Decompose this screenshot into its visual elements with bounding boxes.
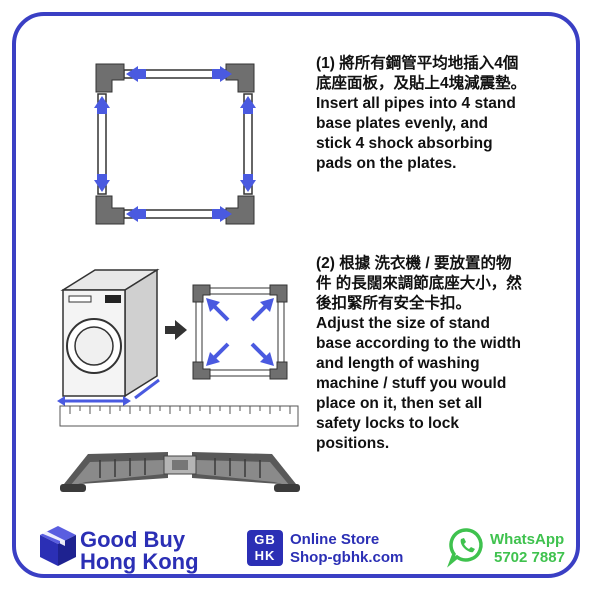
step1-line: pads on the plates. <box>316 155 457 172</box>
gbhk-badge-icon: GB HK <box>247 530 283 566</box>
whatsapp-icon <box>447 528 483 568</box>
step2-line: (2) 根據 洗衣機 / 要放置的物 <box>316 255 512 272</box>
whatsapp-number[interactable]: 5702 7887 <box>494 549 565 566</box>
arrow-right-icon <box>165 320 187 340</box>
step1-instructions: (1) 將所有鋼管平均地插入4個 底座面板，及貼上4塊減震墊。 Insert a… <box>316 54 526 174</box>
step2-line: positions. <box>316 435 390 452</box>
online-store-label: Online Store <box>290 531 380 548</box>
step1-diagram <box>94 63 256 225</box>
step1-line: 底座面板，及貼上4塊減震墊。 <box>316 75 527 92</box>
step2-line: 件 的長闊來調節底座大小，然 <box>316 275 522 292</box>
corner-plate-tl <box>95 63 125 93</box>
step2-diagram <box>192 284 288 380</box>
step1-line: stick 4 shock absorbing <box>316 135 493 152</box>
step2-line: and length of washing <box>316 355 480 372</box>
step2-line: machine / stuff you would <box>316 375 507 392</box>
brand-name-line2: Hong Kong <box>80 549 199 574</box>
step2-line: 後扣緊所有安全卡扣。 <box>316 295 472 312</box>
pipe-right <box>243 93 253 195</box>
whatsapp-label: WhatsApp <box>490 531 565 548</box>
step2-instructions: (2) 根據 洗衣機 / 要放置的物 件 的長闊來調節底座大小，然 後扣緊所有安… <box>316 254 522 454</box>
step2-line: place on it, then set all <box>316 395 483 412</box>
corner-plate-bl <box>95 195 125 225</box>
step2-line: safety locks to lock <box>316 415 460 432</box>
pipe-left <box>97 93 107 195</box>
store-url-link[interactable]: Shop-gbhk.com <box>290 549 404 566</box>
badge-top-text: GB <box>254 532 276 547</box>
badge-bottom-text: HK <box>254 548 276 563</box>
step1-line: (1) 將所有鋼管平均地插入4個 <box>316 55 519 72</box>
corner-plate-tr <box>225 63 255 93</box>
step1-line: base plates evenly, and <box>316 115 489 132</box>
stand-base-photo <box>60 452 300 492</box>
corner-plate-br <box>225 195 255 225</box>
step1-line: Insert all pipes into 4 stand <box>316 95 516 112</box>
insert-arrow-icons <box>94 66 256 222</box>
brand-name-line1: Good Buy <box>80 527 186 552</box>
gift-box-logo-icon <box>40 526 76 566</box>
ruler-illustration <box>59 405 299 427</box>
step2-line: base according to the width <box>316 335 521 352</box>
washing-machine-illustration <box>57 268 160 406</box>
step2-line: Adjust the size of stand <box>316 315 490 332</box>
